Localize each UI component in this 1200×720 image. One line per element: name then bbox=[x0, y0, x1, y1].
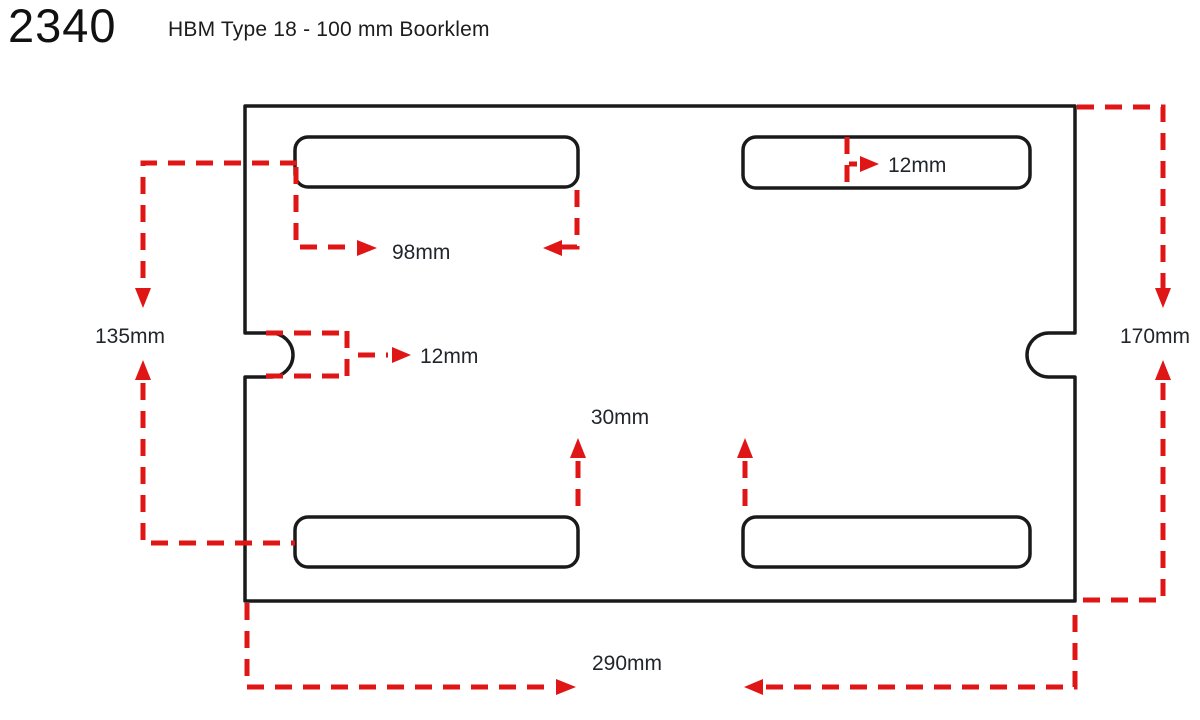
arrow-up-icon bbox=[570, 438, 586, 458]
slot-length-left-extension bbox=[293, 167, 351, 250]
dimension-right-lower-line bbox=[1080, 383, 1166, 603]
arrow-up-icon bbox=[135, 360, 151, 380]
part-number: 2340 bbox=[8, 0, 117, 52]
slot-offset-label: 30mm bbox=[591, 406, 649, 429]
slot-width-label: 12mm bbox=[888, 154, 946, 177]
dimension-right-upper-line bbox=[1077, 104, 1166, 294]
slot-top-right bbox=[741, 135, 1032, 190]
arrow-right-icon bbox=[392, 347, 411, 363]
plate-outline bbox=[243, 104, 1077, 603]
dimension-slot-length: 98mm bbox=[293, 167, 580, 264]
slot-bottom-right bbox=[741, 515, 1032, 569]
arrow-up-icon bbox=[1155, 360, 1171, 380]
dimension-slot-width: 12mm bbox=[844, 137, 946, 188]
drawing-title: HBM Type 18 - 100 mm Boorklem bbox=[168, 18, 490, 41]
arrow-right-icon bbox=[860, 156, 879, 172]
notch-width-label: 12mm bbox=[420, 345, 478, 368]
dimension-left-upper-line bbox=[140, 160, 297, 294]
dimension-right-height: 170mm bbox=[1077, 104, 1190, 603]
dimension-slot-offset: 30mm bbox=[570, 406, 753, 517]
arrow-right-icon bbox=[357, 240, 377, 256]
slot-top-left bbox=[293, 135, 580, 189]
arrow-right-icon bbox=[556, 679, 576, 695]
dimension-left-lower-line bbox=[140, 383, 295, 546]
arrow-down-icon bbox=[135, 288, 151, 308]
bottom-width-right-line bbox=[766, 604, 1078, 690]
bottom-width-label: 290mm bbox=[592, 652, 662, 675]
arrow-down-icon bbox=[1155, 288, 1171, 308]
right-height-label: 170mm bbox=[1120, 325, 1190, 348]
dimension-notch-width: 12mm bbox=[266, 330, 478, 379]
dimension-left-height: 135mm bbox=[95, 160, 297, 546]
arrow-up-icon bbox=[737, 438, 753, 458]
slot-length-label: 98mm bbox=[392, 241, 450, 264]
slot-length-right-extension bbox=[560, 190, 580, 250]
arrow-left-icon bbox=[744, 679, 763, 695]
slot-bottom-left bbox=[293, 515, 580, 569]
arrow-left-icon bbox=[543, 240, 562, 256]
dimension-bottom-width: 290mm bbox=[244, 603, 1078, 695]
bottom-width-left-line bbox=[244, 603, 552, 690]
left-height-label: 135mm bbox=[95, 325, 165, 348]
